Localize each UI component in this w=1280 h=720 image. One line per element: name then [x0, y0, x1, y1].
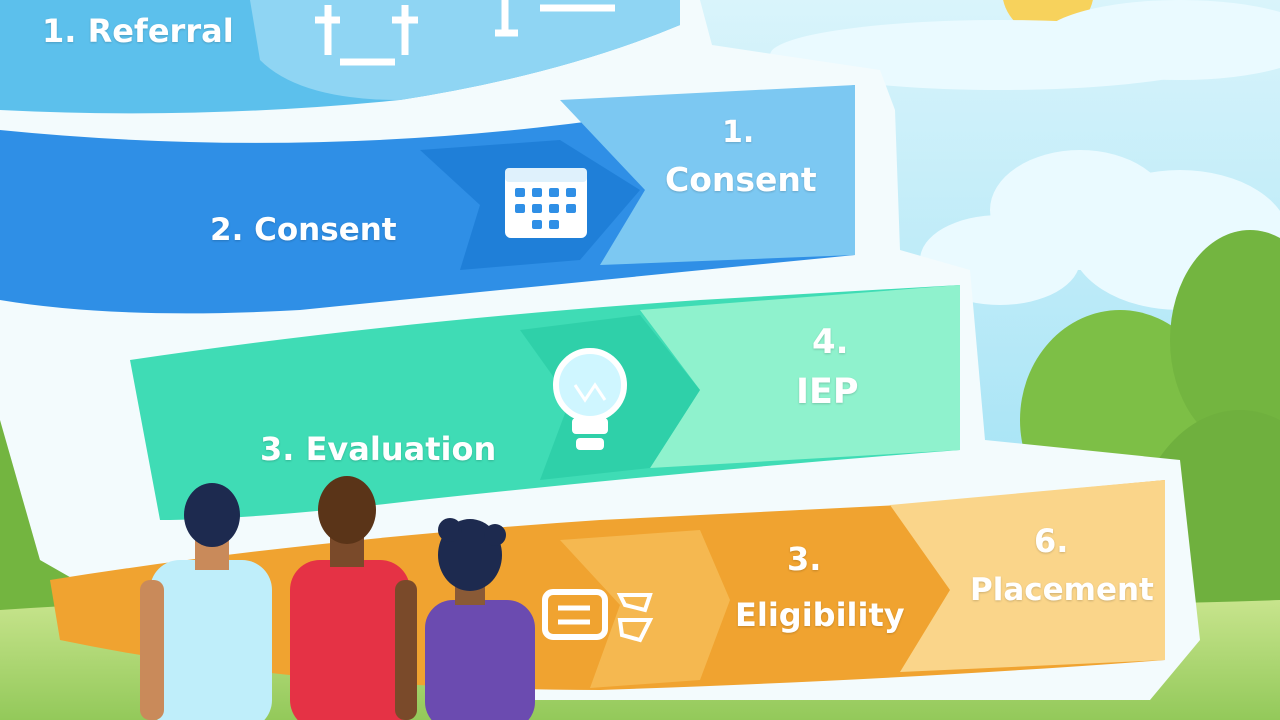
step-consent-alt-title: Consent [665, 160, 817, 199]
step-eligibility-title: Eligibility [735, 596, 905, 634]
step-placement-title: Placement [970, 572, 1154, 608]
step-placement-number: 6. [1034, 522, 1069, 560]
person-middle [290, 476, 417, 720]
signpost-icon [616, 593, 654, 643]
step-iep-title: IEP [796, 372, 859, 412]
step-referral-label: 1. Referral [42, 12, 234, 50]
step-evaluation-label: 3. Evaluation [260, 430, 497, 468]
lightbulb-icon [553, 348, 627, 450]
band-placement [890, 480, 1165, 672]
step-consent-label: 2. Consent [210, 212, 397, 248]
step-eligibility-number: 3. [787, 540, 822, 578]
person-right [425, 518, 535, 720]
step-consent-alt-number: 1. [722, 115, 755, 150]
step-iep-number: 4. [812, 322, 849, 362]
person-left [140, 483, 272, 720]
band-consent-light [560, 85, 855, 265]
band-iep [640, 285, 960, 468]
chat-icon [542, 589, 608, 640]
calendar-icon [505, 168, 587, 238]
signal-icon [315, 0, 615, 66]
